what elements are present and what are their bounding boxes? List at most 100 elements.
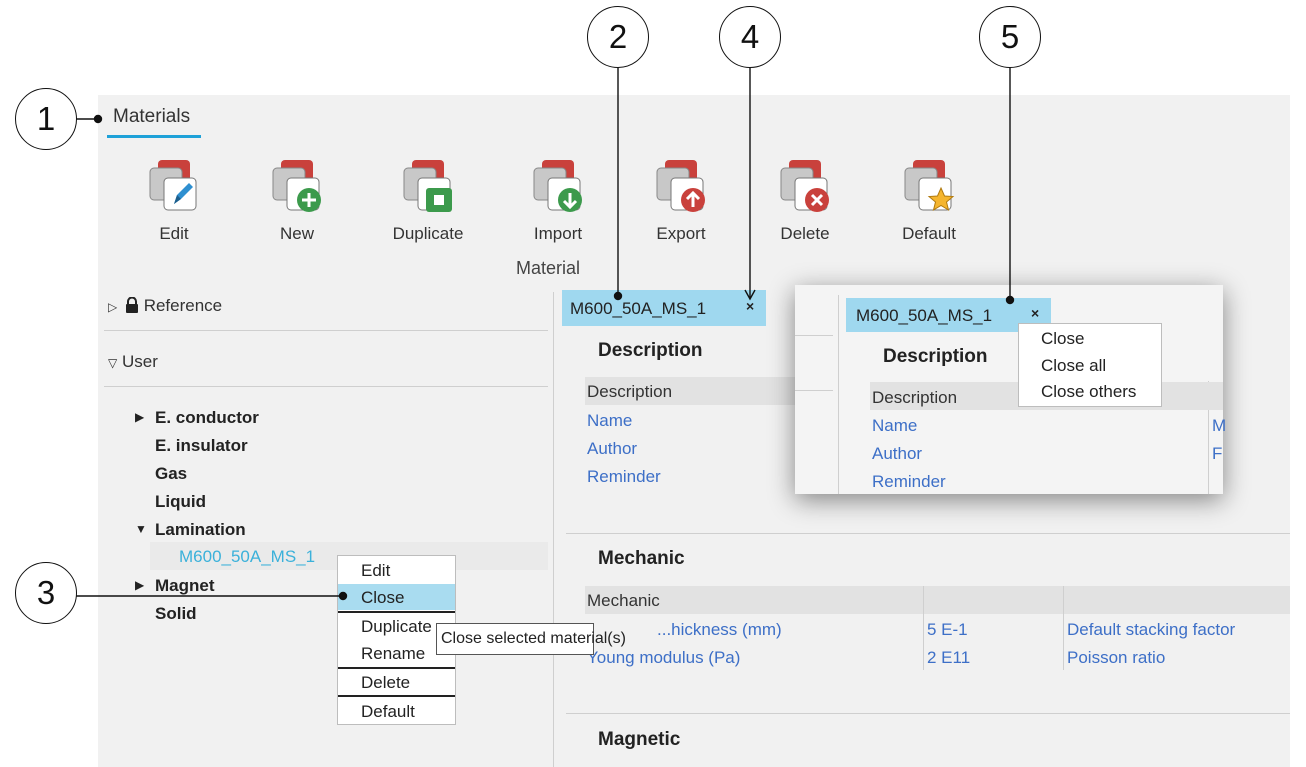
context-menu-close[interactable]: Close (338, 584, 455, 610)
callout-2: 2 (587, 6, 649, 68)
inset-description-title: Description (883, 346, 988, 367)
menu-separator (338, 695, 455, 697)
tab-menu-close-all[interactable]: Close all (1041, 356, 1107, 375)
expand-arrow-icon[interactable]: ▶ (135, 578, 145, 592)
inset-splitter (838, 295, 839, 494)
inset-column-divider (1208, 381, 1209, 494)
inset-field-author[interactable]: Author (872, 444, 923, 463)
arrow-up-icon (651, 158, 711, 218)
inset-field-reminder[interactable]: Reminder (872, 472, 946, 491)
edit-pencil-icon (144, 158, 204, 218)
import-button-label: Import (533, 224, 583, 243)
tree-category-e-insulator[interactable]: E. insulator (155, 436, 248, 455)
star-icon (899, 158, 959, 218)
tree-node-reference[interactable]: ▷ Reference (108, 296, 222, 316)
mechanic-section-title: Mechanic (598, 548, 685, 569)
description-section-title: Description (598, 340, 703, 361)
default-button[interactable]: Default (879, 158, 979, 250)
callout-1: 1 (15, 88, 77, 150)
tree-divider (104, 386, 548, 387)
ribbon-tab-materials[interactable]: Materials (113, 106, 191, 127)
context-menu-duplicate[interactable]: Duplicate (361, 617, 432, 636)
material-tab-label: M600_50A_MS_1 (570, 299, 707, 318)
delete-button-label: Delete (780, 224, 830, 243)
context-menu-rename[interactable]: Rename (361, 644, 426, 663)
export-button[interactable]: Export (631, 158, 731, 250)
tree-category-liquid[interactable]: Liquid (155, 492, 206, 511)
tree-material-item[interactable]: M600_50A_MS_1 (179, 547, 316, 566)
inset-value-name[interactable]: M (1212, 416, 1227, 435)
inset-value-author[interactable]: F (1212, 444, 1223, 463)
lock-icon (125, 296, 139, 313)
inset-material-tab-label: M600_50A_MS_1 (856, 306, 993, 325)
tree-category-lamination[interactable]: Lamination (155, 520, 246, 539)
tree-node-user-label: User (121, 352, 158, 371)
tree-category-gas[interactable]: Gas (155, 464, 188, 483)
import-button[interactable]: Import (508, 158, 608, 250)
expand-arrow-icon[interactable]: ▶ (135, 410, 145, 424)
close-tab-icon[interactable]: × (746, 298, 755, 314)
description-header-label: Description (587, 382, 673, 401)
new-button[interactable]: New (247, 158, 347, 250)
inset-divider (795, 335, 833, 336)
tab-menu-close-others[interactable]: Close others (1041, 382, 1137, 401)
callout-4: 4 (719, 6, 781, 68)
mechanic-header-label: Mechanic (587, 591, 660, 610)
edit-button[interactable]: Edit (124, 158, 224, 250)
delete-button[interactable]: Delete (755, 158, 855, 250)
tree-category-solid[interactable]: Solid (155, 604, 197, 623)
field-poisson-ratio[interactable]: Poisson ratio (1067, 648, 1166, 667)
collapse-arrow-icon[interactable]: ▼ (135, 522, 147, 536)
value-young-modulus[interactable]: 2 E11 (927, 648, 971, 667)
field-reminder[interactable]: Reminder (587, 467, 661, 486)
description-table-header: Description (585, 377, 800, 405)
tab-context-menu: Close Close all Close others (1018, 323, 1162, 407)
arrow-down-icon (528, 158, 588, 218)
tree-node-reference-label: Reference (143, 296, 223, 315)
context-menu-edit[interactable]: Edit (361, 561, 391, 580)
field-author[interactable]: Author (587, 439, 638, 458)
inset-material-tab[interactable]: M600_50A_MS_1 × (846, 298, 1051, 332)
menu-separator (338, 611, 455, 613)
default-button-label: Default (902, 224, 956, 243)
section-divider (566, 533, 1290, 534)
plus-icon (267, 158, 327, 218)
tree-node-user[interactable]: ▽ User (108, 352, 158, 372)
field-name[interactable]: Name (587, 411, 633, 430)
tree-category-magnet[interactable]: Magnet (155, 576, 215, 595)
tree-category-e-conductor[interactable]: E. conductor (155, 408, 259, 427)
context-menu-default[interactable]: Default (361, 702, 415, 721)
field-young-modulus[interactable]: Young modulus (Pa) (587, 648, 741, 667)
tab-menu-close[interactable]: Close (1041, 329, 1085, 348)
ribbon-tab-underline (107, 135, 201, 138)
tree-divider (104, 330, 548, 331)
expand-triangle-icon: ▷ (108, 300, 118, 314)
callout-5: 5 (979, 6, 1041, 68)
close-tab-icon[interactable]: × (1031, 305, 1040, 321)
inset-divider (795, 390, 833, 391)
value-thickness[interactable]: 5 E-1 (927, 620, 968, 639)
collapse-triangle-icon: ▽ (108, 356, 118, 370)
field-thickness[interactable]: ...hickness (mm) (657, 620, 782, 639)
duplicate-icon (398, 158, 458, 218)
field-default-stacking-factor[interactable]: Default stacking factor (1067, 620, 1236, 639)
magnetic-section-title: Magnetic (598, 729, 681, 750)
menu-separator (338, 667, 455, 669)
context-menu-delete[interactable]: Delete (361, 673, 411, 692)
mechanic-table-header: Mechanic (585, 586, 1290, 614)
inset-field-name[interactable]: Name (872, 416, 918, 435)
export-button-label: Export (656, 224, 706, 243)
close-tooltip-text: Close selected material(s) (441, 630, 626, 647)
panel-splitter[interactable] (553, 292, 554, 767)
new-button-label: New (279, 224, 314, 243)
duplicate-button-label: Duplicate (392, 224, 464, 243)
edit-button-label: Edit (159, 224, 189, 243)
material-editor-tab[interactable]: M600_50A_MS_1 × (562, 290, 766, 326)
ribbon-group-label: Material (516, 258, 581, 278)
column-divider (923, 586, 924, 670)
section-divider (566, 713, 1290, 714)
callout-3: 3 (15, 562, 77, 624)
inset-description-header-label: Description (872, 388, 958, 407)
duplicate-button[interactable]: Duplicate (378, 158, 478, 250)
